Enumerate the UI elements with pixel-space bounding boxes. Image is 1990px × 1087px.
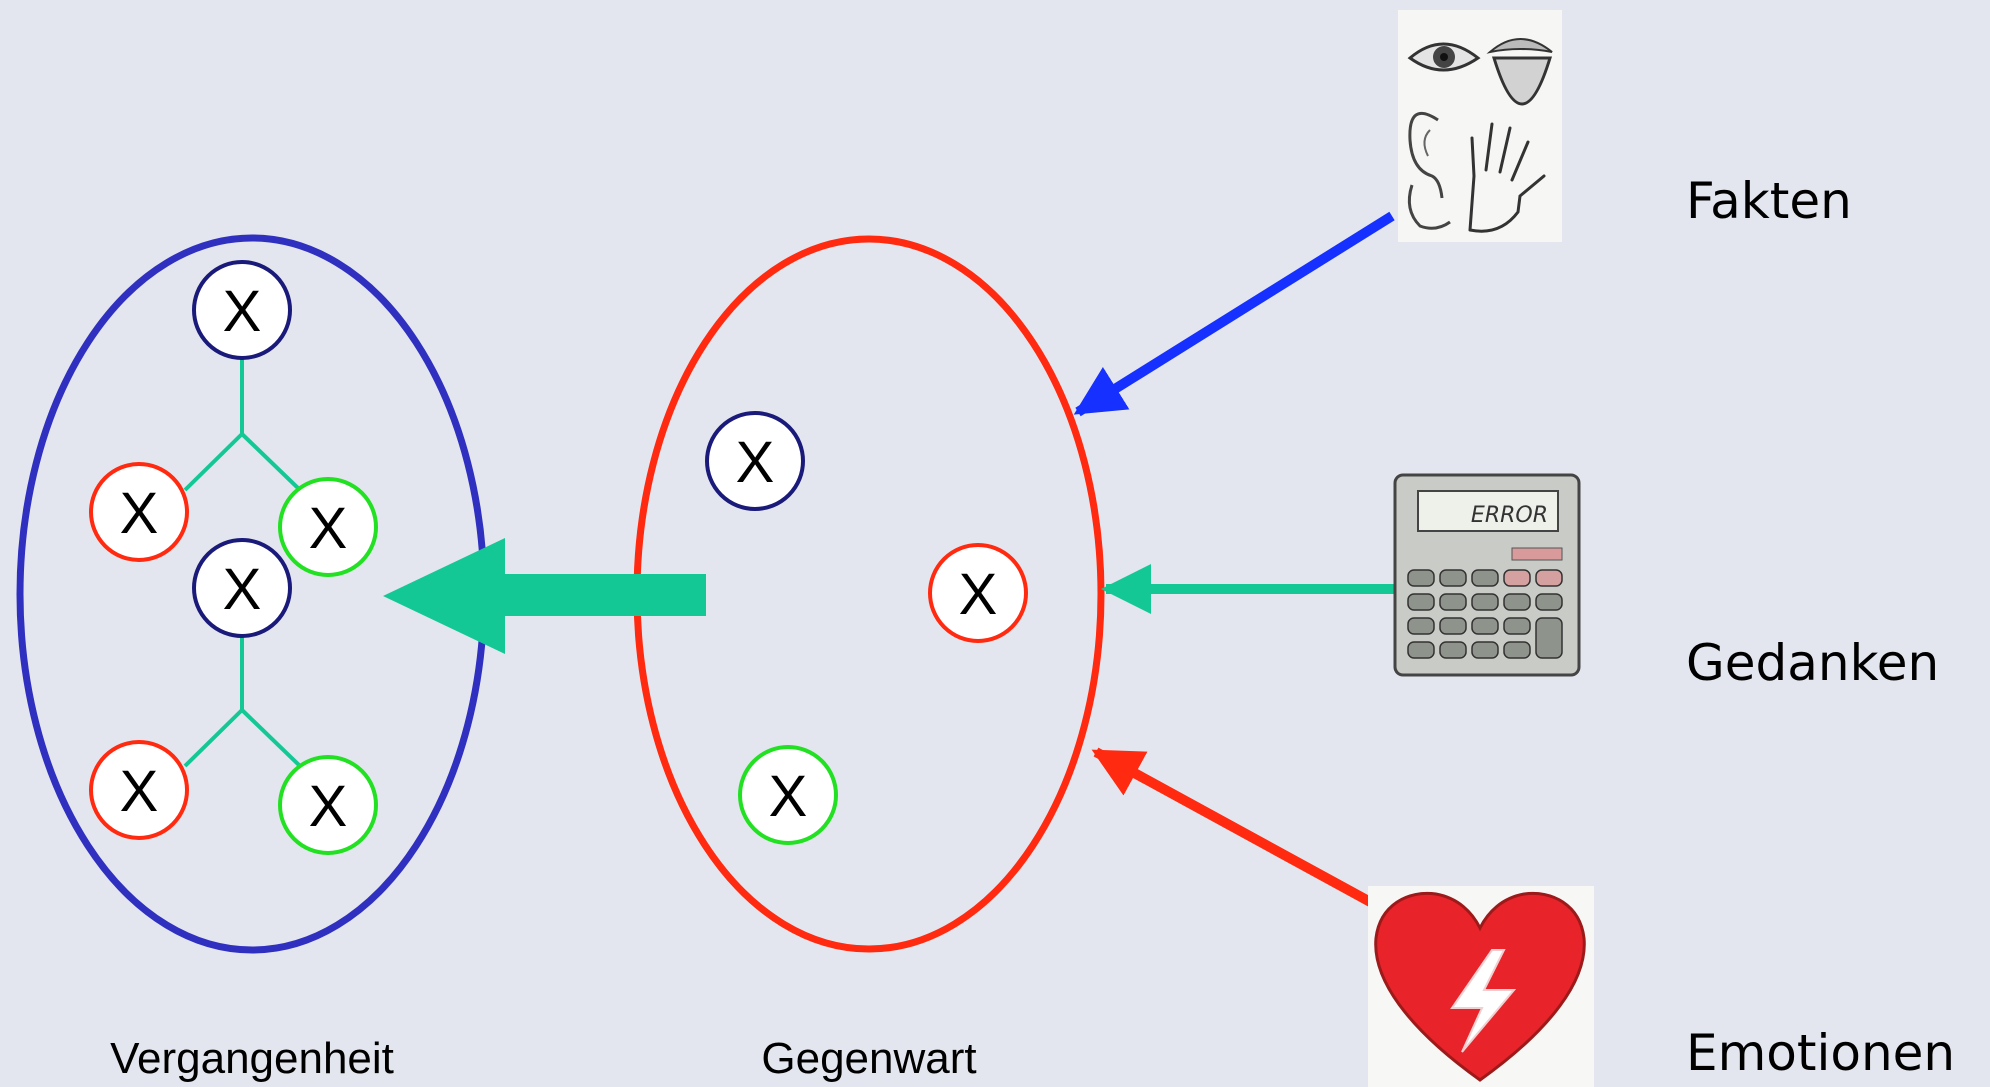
- past-node-top: X: [192, 260, 292, 360]
- svg-text:X: X: [769, 764, 808, 829]
- past-caption: Vergangenheit: [110, 1034, 394, 1083]
- present-caption: Gegenwart: [761, 1034, 976, 1083]
- calculator-icon: ERROR: [1393, 473, 1581, 677]
- present-ellipse: [633, 235, 1105, 953]
- past-node-right-2: X: [278, 755, 378, 855]
- svg-text:X: X: [223, 279, 262, 344]
- svg-text:X: X: [959, 562, 998, 627]
- broken-heart-lightning-icon: [1368, 886, 1594, 1087]
- svg-text:X: X: [223, 557, 262, 622]
- past-node-middle: X: [192, 538, 292, 638]
- svg-text:X: X: [120, 481, 159, 546]
- svg-text:X: X: [309, 496, 348, 561]
- svg-text:X: X: [120, 759, 159, 824]
- svg-text:X: X: [736, 430, 775, 495]
- present-to-past-arrow: [383, 538, 706, 654]
- past-tree-connectors: [183, 358, 302, 768]
- past-node-left-2: X: [89, 740, 189, 840]
- facts-arrow: [1073, 211, 1395, 417]
- calculator-display: ERROR: [1471, 503, 1548, 528]
- emotions-arrow: [1091, 747, 1377, 909]
- facts-label: Fakten: [1686, 172, 1852, 230]
- thoughts-label: Gedanken: [1686, 634, 1939, 692]
- svg-text:X: X: [309, 774, 348, 839]
- emotions-label: Emotionen: [1686, 1024, 1955, 1082]
- present-node-blue: X: [705, 411, 805, 511]
- present-node-red: X: [928, 543, 1028, 643]
- present-node-green: X: [738, 745, 838, 845]
- senses-sketch-icon: [1398, 10, 1562, 242]
- past-node-right-1: X: [278, 477, 378, 577]
- past-node-left-1: X: [89, 462, 189, 562]
